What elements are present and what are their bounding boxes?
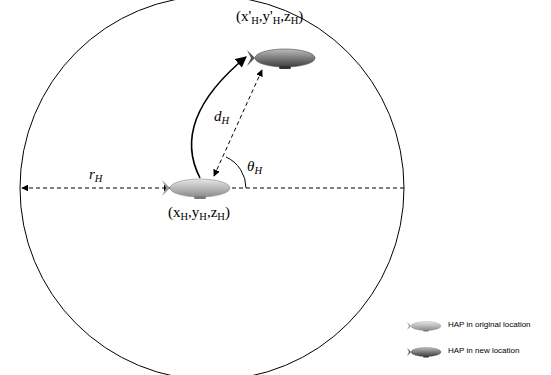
coverage-circle <box>20 0 404 375</box>
distance-arrow <box>214 70 262 176</box>
legend-icon <box>407 348 441 358</box>
coordinate-label: (x'H,y'H,zH) <box>236 8 303 25</box>
symbol-label: θH <box>246 158 263 175</box>
legend-icon <box>407 322 441 332</box>
hap-original <box>162 179 230 199</box>
legend-text: HAP in new location <box>448 347 519 356</box>
reference-line <box>232 188 404 189</box>
coordinate-label: (xH,yH,zH) <box>168 204 230 221</box>
angle-arc <box>226 157 246 188</box>
radius-arrow <box>22 188 170 189</box>
legend-text: HAP in original location <box>448 321 531 330</box>
symbol-label: dH <box>213 108 230 125</box>
symbol-label: rH <box>88 166 103 183</box>
move-arc <box>192 57 246 178</box>
hap-new <box>247 49 315 69</box>
